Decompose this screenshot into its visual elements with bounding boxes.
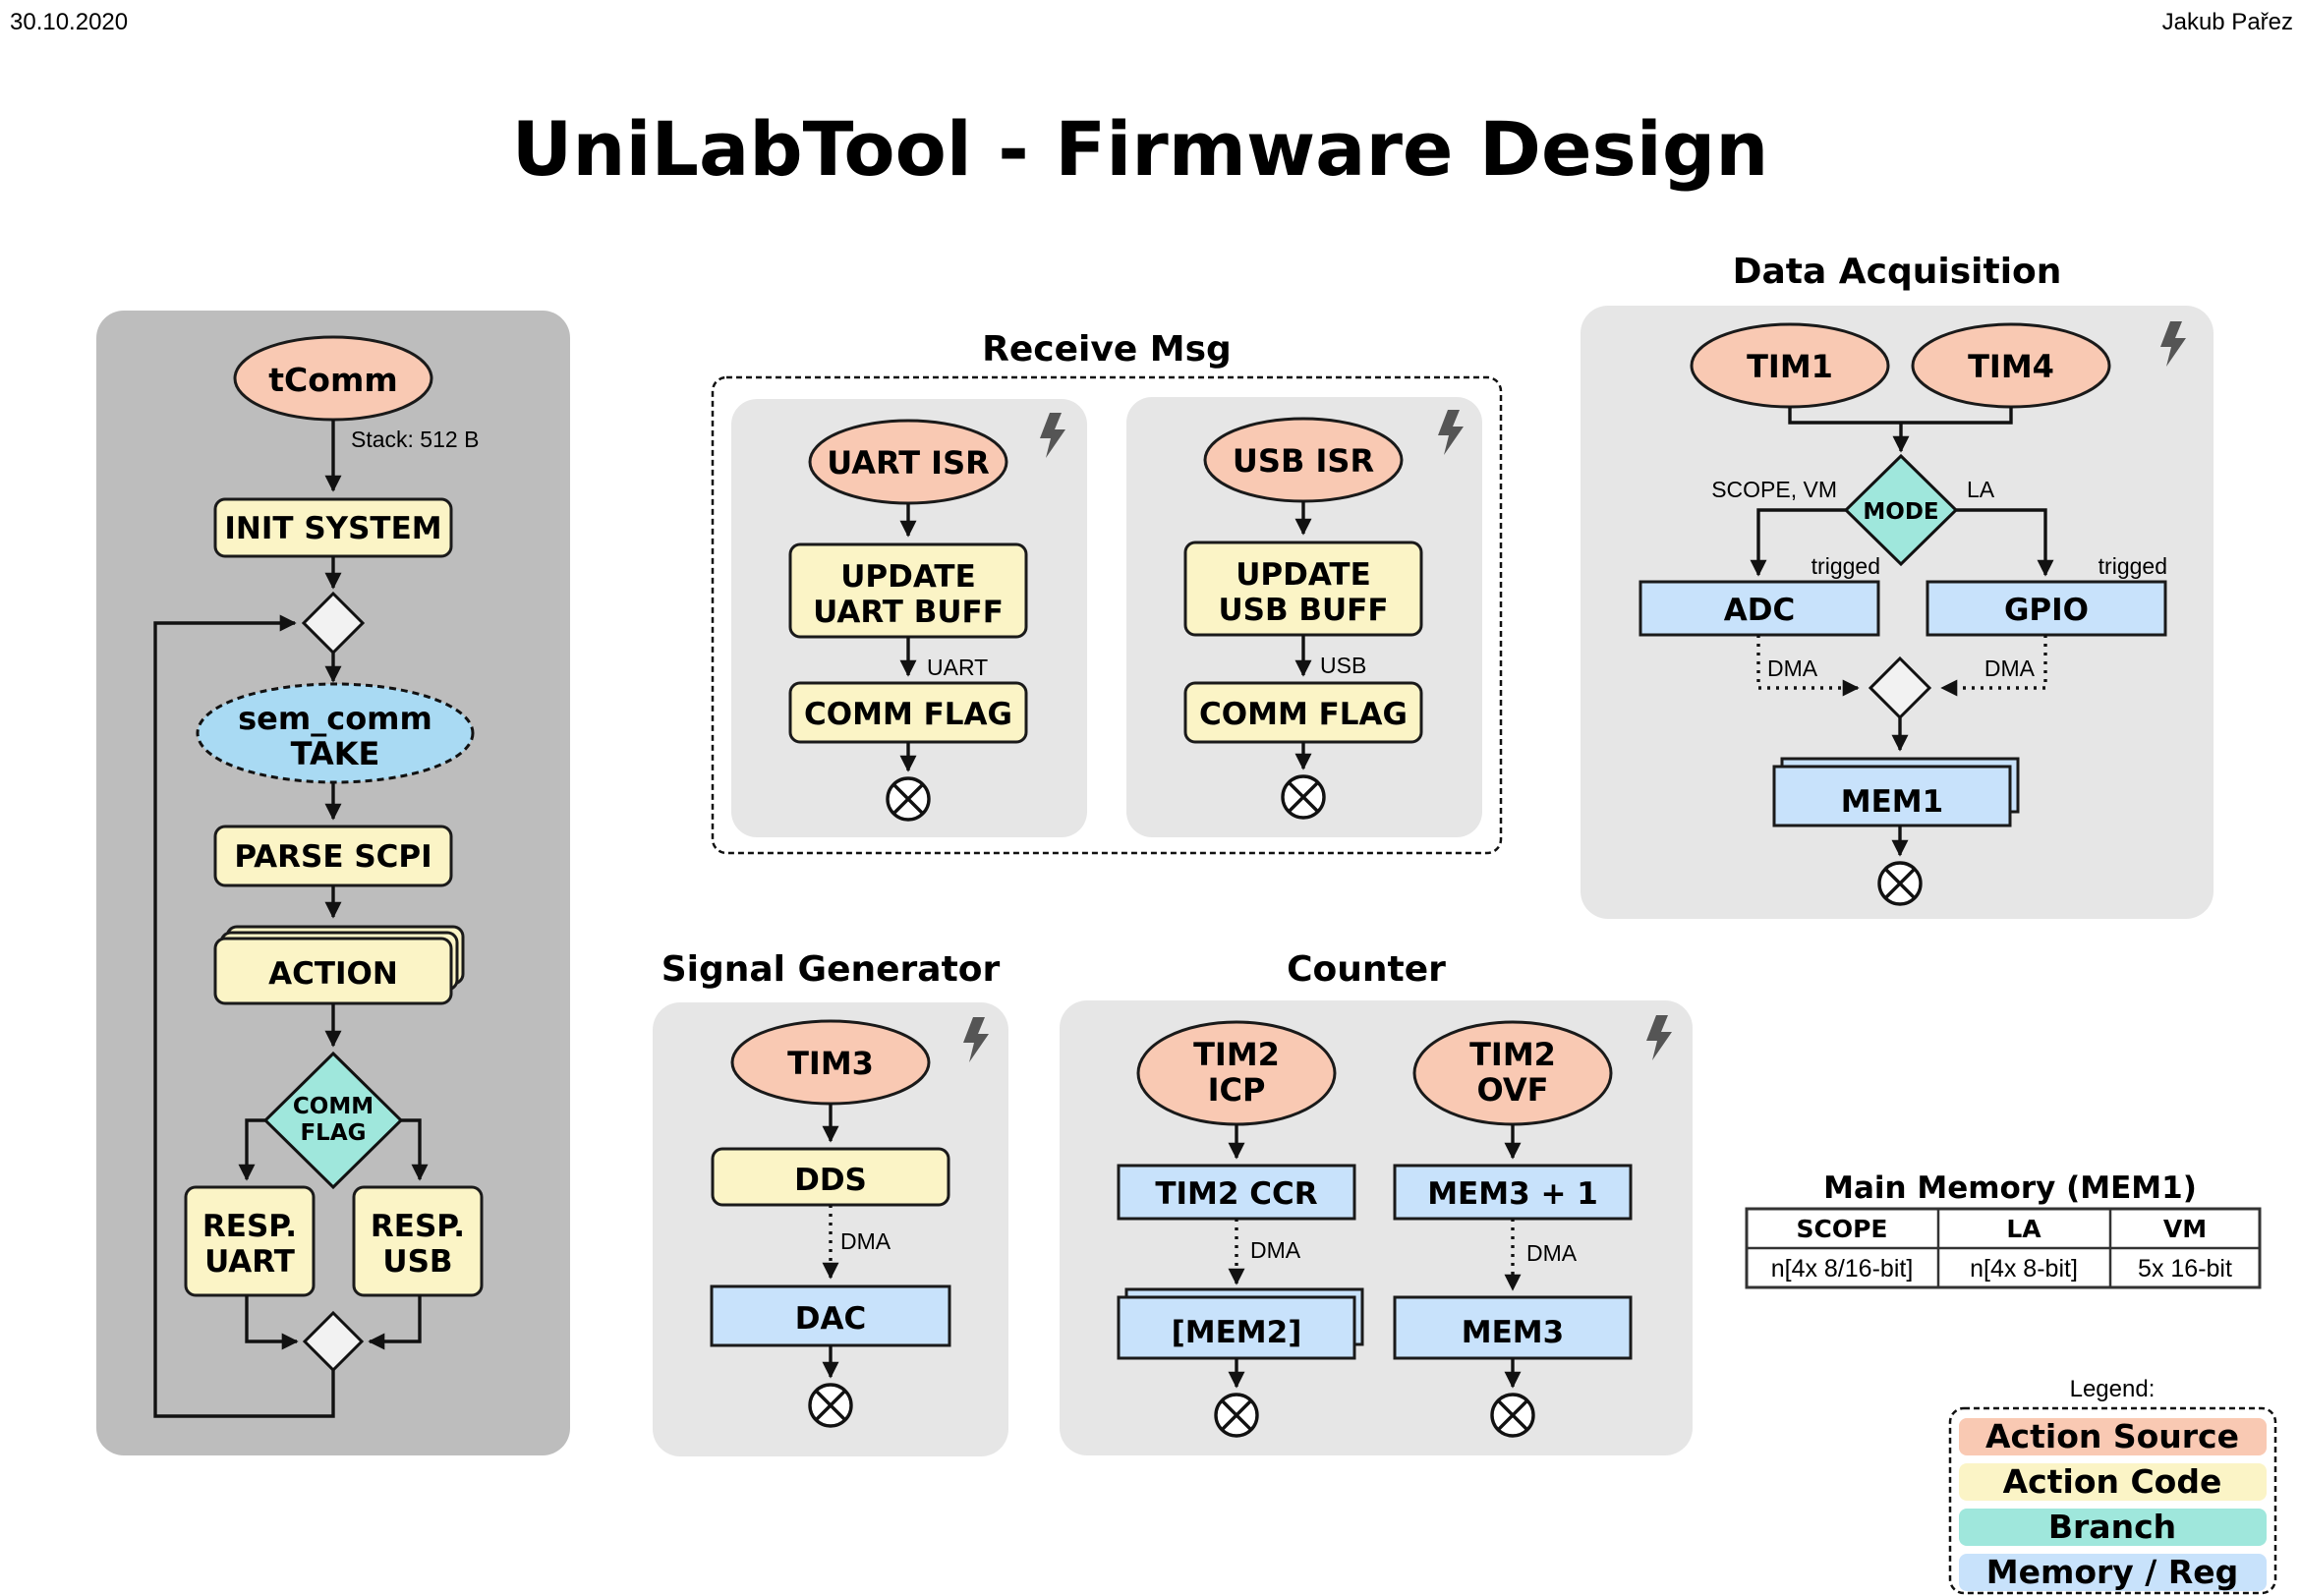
gpio-trigger-label: trigged <box>2099 553 2167 579</box>
signal-generator-group: Signal Generator TIM3 DDS DMA DAC <box>653 949 1008 1456</box>
resp-usb-node <box>352 1185 484 1297</box>
resp-usb-label-2: USB <box>382 1244 452 1280</box>
ovf-terminator <box>1490 1393 1535 1438</box>
tcomm-stack-label: Stack: 512 B <box>351 427 479 452</box>
tim2-icp-label-1: TIM2 <box>1193 1036 1280 1073</box>
update-usb-label-2: USB BUFF <box>1218 593 1388 628</box>
mode-label: MODE <box>1863 499 1938 525</box>
resp-uart-label-2: UART <box>204 1244 295 1280</box>
mem1-node <box>1772 765 2012 827</box>
main-memory-title: Main Memory (MEM1) <box>1823 1170 2197 1206</box>
tim2-ccr-label: TIM2 CCR <box>1155 1176 1317 1212</box>
mode-diamond <box>1843 453 1959 567</box>
mem1-label: MEM1 <box>1841 784 1943 820</box>
comm-flag-label-2: FLAG <box>300 1120 366 1146</box>
signal-generator-title: Signal Generator <box>661 949 1001 990</box>
siggen-terminator <box>808 1383 853 1428</box>
tim3-label: TIM3 <box>787 1045 874 1082</box>
update-uart-label-2: UART BUFF <box>813 595 1004 630</box>
mem3-increment-node <box>1393 1164 1633 1221</box>
tim2-ovf-label-2: OVF <box>1477 1071 1549 1109</box>
adc-node <box>1639 580 1880 637</box>
page-title: UniLabTool - Firmware Design <box>512 105 1769 193</box>
adc-dma-label: DMA <box>1767 656 1818 681</box>
table-header-scope: SCOPE <box>1796 1215 1887 1243</box>
data-acquisition-title: Data Acquisition <box>1733 252 2062 292</box>
mem3-label: MEM3 <box>1462 1315 1564 1350</box>
header-author: Jakub Pařez <box>2162 9 2293 35</box>
mem2-label: [MEM2] <box>1172 1315 1302 1350</box>
table-header-la: LA <box>2006 1215 2041 1243</box>
tim1-label: TIM1 <box>1747 348 1833 385</box>
counter-group: Counter TIM2 ICP TIM2 OVF TIM2 CCR MEM3 … <box>1060 949 1693 1455</box>
header-date: 30.10.2020 <box>10 9 128 35</box>
mem3-node <box>1393 1295 1633 1360</box>
receive-msg-title: Receive Msg <box>982 329 1232 370</box>
gpio-dma-label: DMA <box>1984 656 2036 681</box>
acquisition-terminator <box>1877 861 1923 906</box>
uart-isr-label: UART ISR <box>827 444 990 482</box>
init-system-label: INIT SYSTEM <box>224 511 441 546</box>
tcomm-panel: tComm Stack: 512 B INIT SYSTEM sem_comm … <box>96 311 570 1455</box>
adc-trigger-label: trigged <box>1811 553 1880 579</box>
legend-swatch <box>1959 1463 2267 1501</box>
main-memory-table: Main Memory (MEM1) SCOPE LA VM n[4x 8/16… <box>1745 1170 2262 1289</box>
update-usb-label-1: UPDATE <box>1236 557 1371 593</box>
resp-usb-label-1: RESP. <box>371 1209 465 1244</box>
receive-msg-group: Receive Msg UART ISR UPDATE UART BUFF UA… <box>711 329 1503 855</box>
legend-title: Legend: <box>2070 1376 2156 1402</box>
counter-title: Counter <box>1287 949 1446 990</box>
tcomm-task-label: tComm <box>268 361 397 399</box>
dac-node <box>710 1284 951 1347</box>
tim2-ccr-node <box>1117 1164 1356 1221</box>
legend-item-label: Memory / Reg <box>1986 1553 2239 1591</box>
usb-edge-label: USB <box>1320 653 1366 678</box>
table-header-vm: VM <box>2163 1215 2207 1243</box>
sem-comm-node <box>196 682 475 784</box>
legend-item-label: Action Code <box>2003 1462 2222 1501</box>
icp-terminator <box>1214 1393 1259 1438</box>
resp-uart-label-1: RESP. <box>202 1209 297 1244</box>
parse-scpi-label: PARSE SCPI <box>234 839 431 875</box>
mem2-node <box>1117 1295 1356 1360</box>
siggen-dma-label: DMA <box>840 1228 891 1254</box>
legend-item-label: Branch <box>2048 1508 2176 1546</box>
legend-swatch <box>1959 1509 2267 1546</box>
comm-flag-diamond <box>262 1051 404 1190</box>
update-uart-label-1: UPDATE <box>840 559 976 595</box>
sem-comm-label-1: sem_comm <box>238 700 432 737</box>
gpio-label: GPIO <box>2004 593 2089 628</box>
icp-dma-label: DMA <box>1250 1237 1301 1263</box>
legend-swatch <box>1959 1554 2267 1591</box>
tim2-icp-label-2: ICP <box>1208 1071 1266 1109</box>
usb-terminator <box>1281 774 1326 820</box>
table-cell-la: n[4x 8-bit] <box>1970 1255 2078 1282</box>
dds-label: DDS <box>794 1163 867 1198</box>
data-acquisition-group: Data Acquisition TIM1 TIM4 MODE SCOPE, V… <box>1581 252 2214 919</box>
uart-terminator <box>886 776 931 822</box>
table-cell-vm: 5x 16-bit <box>2138 1255 2232 1282</box>
adc-label: ADC <box>1724 593 1795 628</box>
la-branch-label: LA <box>1967 477 1995 502</box>
usb-comm-flag-label: COMM FLAG <box>1199 697 1408 732</box>
sem-comm-label-2: TAKE <box>291 735 380 772</box>
tim2-ovf-label-1: TIM2 <box>1469 1036 1556 1073</box>
mem3-increment-label: MEM3 + 1 <box>1427 1176 1598 1212</box>
action-label: ACTION <box>268 956 398 992</box>
scope-vm-branch-label: SCOPE, VM <box>1711 477 1837 502</box>
legend-swatch <box>1959 1418 2267 1455</box>
table-cell-scope: n[4x 8/16-bit] <box>1771 1255 1914 1282</box>
usb-isr-label: USB ISR <box>1233 442 1374 480</box>
uart-comm-flag-label: COMM FLAG <box>804 697 1012 732</box>
resp-uart-node <box>184 1185 316 1297</box>
uart-edge-label: UART <box>927 655 988 680</box>
dac-label: DAC <box>795 1301 866 1337</box>
tim4-label: TIM4 <box>1968 348 2054 385</box>
comm-flag-label-1: COMM <box>293 1094 374 1119</box>
ovf-dma-label: DMA <box>1526 1240 1578 1266</box>
legend-item-label: Action Source <box>1985 1417 2239 1455</box>
